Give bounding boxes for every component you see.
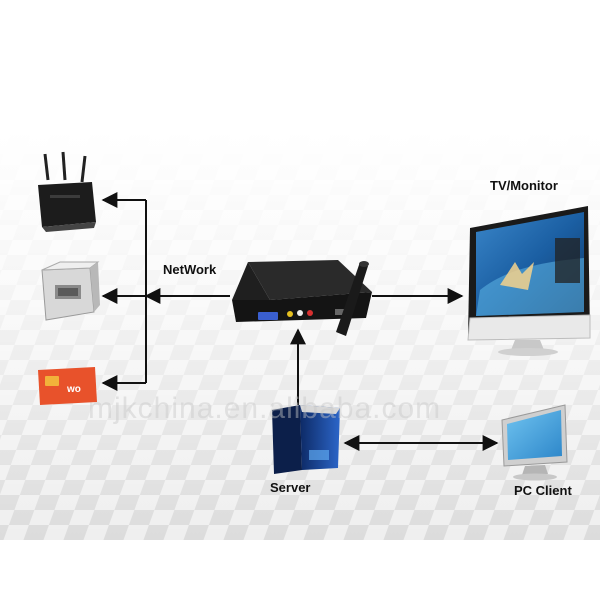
network-printer-icon — [41, 261, 100, 321]
pc-client-label: PC Client — [514, 483, 572, 498]
tv-monitor-label: TV/Monitor — [490, 178, 558, 193]
media-player-box-icon — [232, 260, 372, 322]
router-icon — [38, 151, 96, 232]
server-label: Server — [270, 480, 311, 495]
network-label: NetWork — [163, 262, 217, 277]
widescreen-monitor-icon — [467, 206, 591, 356]
pc-monitor-icon — [501, 404, 568, 481]
connection-lines — [101, 192, 499, 451]
3g-sim-card-icon: wo — [38, 367, 97, 405]
svg-text:wo: wo — [66, 384, 81, 395]
wifi-antenna-icon — [336, 261, 369, 336]
server-tower-icon — [272, 405, 340, 474]
watermark-text: mjkchina.en.alibaba.com — [88, 392, 442, 425]
